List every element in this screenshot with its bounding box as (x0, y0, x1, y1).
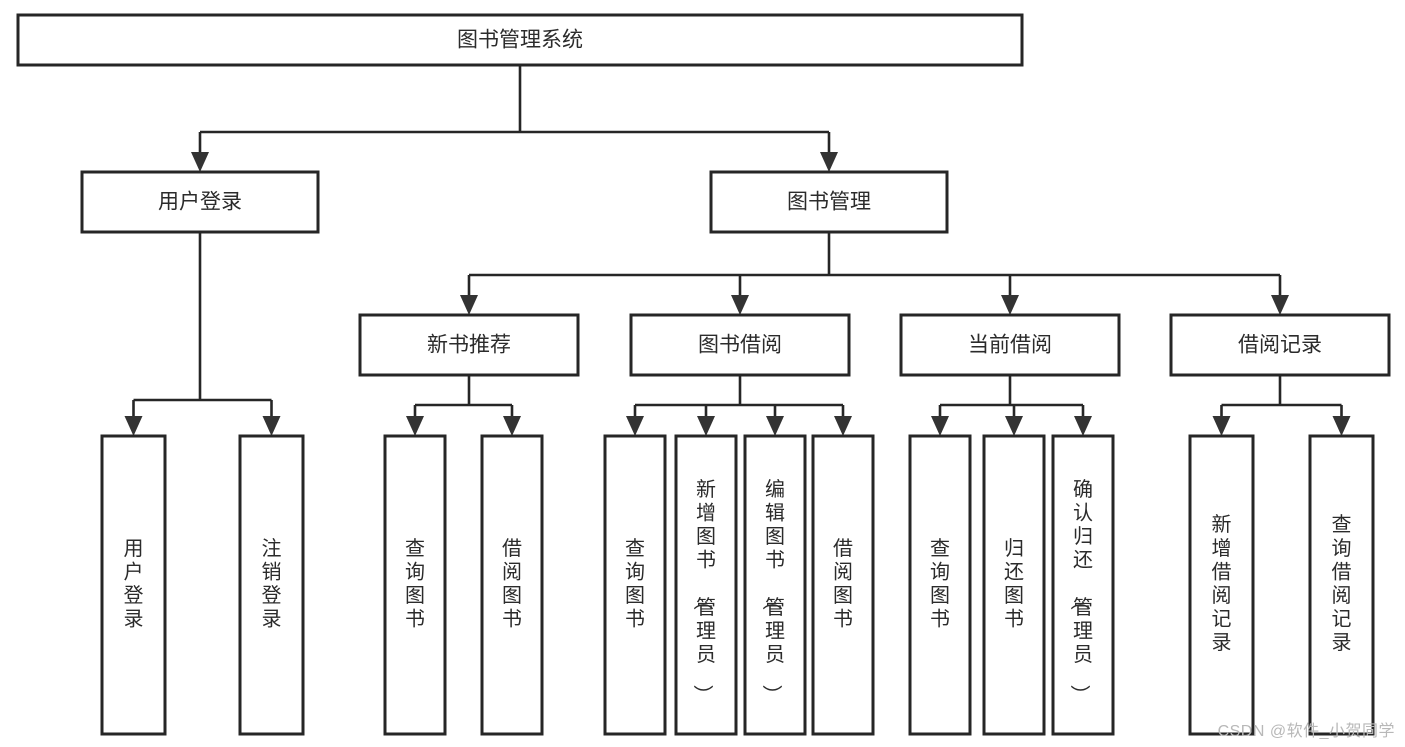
node-box (908, 434, 972, 736)
node-box (100, 434, 167, 736)
node-leaf-br-query[interactable]: 查询借阅记录 (1308, 434, 1375, 736)
node-leaf-bb-borrow[interactable]: 借阅图书 (811, 434, 875, 736)
node-box (629, 313, 851, 377)
node-leaf-user-login[interactable]: 用户登录 (100, 434, 167, 736)
node-box (982, 434, 1046, 736)
node-box (1308, 434, 1375, 736)
node-label: 图书借阅 (698, 334, 782, 357)
node-box (1188, 434, 1255, 736)
node-label: 新增借阅记录 (1212, 513, 1232, 654)
node-user-login[interactable]: 用户登录 (80, 170, 320, 234)
node-layer: 图书管理系统用户登录图书管理新书推荐图书借阅当前借阅借阅记录用户登录注销登录查询… (16, 13, 1391, 736)
node-borrow-record[interactable]: 借阅记录 (1169, 313, 1391, 377)
node-leaf-cb-query[interactable]: 查询图书 (908, 434, 972, 736)
node-label: 用户登录 (124, 538, 144, 631)
node-box (238, 434, 305, 736)
node-label: 查询借阅记录 (1332, 513, 1352, 654)
node-box (16, 13, 1024, 67)
node-label: 查询图书 (625, 537, 645, 631)
node-leaf-cb-return[interactable]: 归还图书 (982, 434, 1046, 736)
node-current-borrow[interactable]: 当前借阅 (899, 313, 1121, 377)
node-box (80, 170, 320, 234)
node-label: 图书管理 (787, 191, 871, 214)
node-box (674, 434, 738, 736)
node-label: 借阅图书 (833, 537, 853, 631)
node-label: 新增图书（管理员） (691, 478, 716, 705)
node-leaf-bb-edit[interactable]: 编辑图书（管理员） (743, 434, 807, 736)
node-new-book[interactable]: 新书推荐 (358, 313, 580, 377)
node-label: 当前借阅 (968, 334, 1052, 357)
node-label: 用户登录 (158, 191, 242, 214)
node-label: 借阅图书 (502, 537, 522, 631)
node-book-mgmt[interactable]: 图书管理 (709, 170, 949, 234)
node-box (1169, 313, 1391, 377)
node-label: 借阅记录 (1238, 334, 1322, 357)
node-box (383, 434, 447, 736)
node-box (358, 313, 580, 377)
node-label: 归还图书 (1004, 537, 1024, 631)
node-leaf-nb-borrow[interactable]: 借阅图书 (480, 434, 544, 736)
node-leaf-cb-confirm[interactable]: 确认归还（管理员） (1051, 434, 1115, 736)
node-label: 新书推荐 (427, 334, 511, 357)
node-label: 注销登录 (262, 537, 282, 631)
node-label: 编辑图书（管理员） (760, 478, 785, 705)
node-box (480, 434, 544, 736)
node-box (709, 170, 949, 234)
node-label: 图书管理系统 (457, 29, 583, 52)
node-box (811, 434, 875, 736)
node-root[interactable]: 图书管理系统 (16, 13, 1024, 67)
node-box (899, 313, 1121, 377)
node-box (1051, 434, 1115, 736)
node-box (603, 434, 667, 736)
node-book-borrow[interactable]: 图书借阅 (629, 313, 851, 377)
node-label: 查询图书 (405, 537, 425, 631)
node-leaf-logout[interactable]: 注销登录 (238, 434, 305, 736)
node-label: 确认归还（管理员） (1068, 478, 1093, 705)
node-leaf-bb-query[interactable]: 查询图书 (603, 434, 667, 736)
node-label: 查询图书 (930, 537, 950, 631)
connector-layer (124, 65, 1351, 436)
node-leaf-br-add[interactable]: 新增借阅记录 (1188, 434, 1255, 736)
node-leaf-bb-add[interactable]: 新增图书（管理员） (674, 434, 738, 736)
node-box (743, 434, 807, 736)
node-leaf-nb-query[interactable]: 查询图书 (383, 434, 447, 736)
